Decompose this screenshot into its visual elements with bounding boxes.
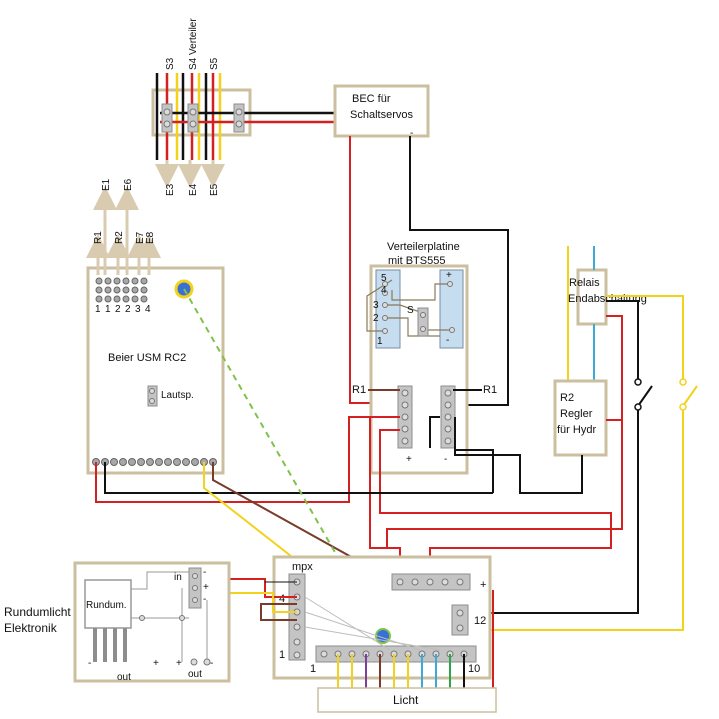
mpx-pin4-label: 4 bbox=[279, 593, 285, 605]
distributor-title-line1: Verteilerplatine bbox=[387, 241, 460, 253]
receiver-label-r2: R2 bbox=[114, 231, 125, 244]
mpx-title: mpx bbox=[292, 561, 313, 573]
bec-minus: - bbox=[410, 128, 413, 139]
relay-module bbox=[567, 246, 608, 384]
receiver-label-r1: R1 bbox=[93, 231, 104, 244]
receiver-pin-number-2a: 2 bbox=[115, 304, 121, 315]
mpx-plus-label: + bbox=[480, 579, 486, 591]
licht-wires bbox=[337, 590, 494, 710]
mpx-bottom-pin1-label: 1 bbox=[310, 663, 316, 675]
receiver-pin-number-4: 4 bbox=[145, 304, 151, 315]
rundum-in-label: in bbox=[174, 572, 182, 583]
rundum-out-label-2: out bbox=[188, 669, 202, 680]
receiver-bottom-pins bbox=[92, 458, 217, 466]
mpx-pin10-label: 10 bbox=[468, 663, 480, 675]
distributor-r1-left: R1 bbox=[352, 384, 366, 396]
distributor-minus: - bbox=[444, 454, 447, 465]
mpx-pin12-label: 12 bbox=[474, 615, 486, 627]
rundum-side-label-line2: Elektronik bbox=[4, 621, 58, 635]
distributor-title-line2: mit BTS555 bbox=[388, 255, 445, 267]
licht-label: Licht bbox=[393, 693, 419, 707]
receiver-output-arrows bbox=[86, 186, 161, 275]
servo-label-s3: S3 bbox=[165, 57, 176, 70]
distributor-plus: + bbox=[406, 454, 412, 465]
distributor-left-header bbox=[375, 269, 401, 349]
rundum-sign-out1-plus: + bbox=[153, 658, 159, 669]
bec-label-line2: Schaltservos bbox=[350, 109, 413, 121]
rundum-side-label-line1: Rundumlicht bbox=[4, 605, 71, 619]
distributor-board bbox=[366, 264, 469, 475]
distributor-header-number-2: 2 bbox=[373, 313, 379, 324]
distributor-header-number-4: 4 bbox=[381, 285, 387, 296]
distributor-header-number-5: 5 bbox=[381, 273, 387, 284]
regulator-label-line3: für Hydr bbox=[557, 424, 596, 436]
servo-distributor-block bbox=[151, 73, 335, 188]
distributor-header-minus: - bbox=[446, 335, 449, 346]
bec-label-line1: BEC für bbox=[352, 93, 391, 105]
receiver-label-e8: E8 bbox=[145, 231, 156, 244]
mpx-board bbox=[272, 555, 492, 680]
rundum-chip-label: Rundum. bbox=[86, 600, 127, 611]
receiver-label-e6: E6 bbox=[123, 178, 134, 191]
rundum-sign-out2-plus: + bbox=[176, 658, 182, 669]
rundum-sign-in-plus: + bbox=[203, 582, 209, 593]
rundum-chip bbox=[84, 579, 132, 629]
servo-label-e5: E5 bbox=[209, 183, 220, 196]
servo-label-s4: S4 Verteiler bbox=[188, 18, 199, 70]
servo-label-s5: S5 bbox=[209, 57, 220, 70]
distributor-switch-label: S bbox=[407, 305, 414, 316]
regulator-label-line2: Regler bbox=[560, 408, 593, 420]
rundum-sign-in-minus: - bbox=[203, 567, 206, 578]
mpx-pin1-label: 1 bbox=[279, 649, 285, 661]
relay-label-line1: Relais bbox=[569, 277, 600, 289]
bec-module bbox=[333, 84, 430, 138]
rundum-out-label-1: out bbox=[117, 672, 131, 683]
distributor-header-plus: + bbox=[446, 270, 452, 281]
relay-label-line2: Endabschaltung bbox=[568, 293, 647, 305]
mpx-pin12-header bbox=[451, 604, 469, 636]
mpx-left-header bbox=[288, 573, 306, 661]
licht-box bbox=[317, 687, 497, 713]
receiver-title: Beier USM RC2 bbox=[108, 352, 186, 364]
speaker-header bbox=[147, 385, 158, 407]
rundum-board bbox=[73, 561, 231, 683]
receiver-label-e1: E1 bbox=[101, 178, 112, 191]
receiver-top-pins bbox=[95, 277, 148, 303]
distributor-switch bbox=[417, 307, 429, 337]
distributor-header-number-3: 3 bbox=[373, 300, 379, 311]
receiver-pin-number-1a: 1 bbox=[95, 304, 101, 315]
rundum-sign-out1-minus: - bbox=[88, 658, 91, 669]
speaker-label: Lautsp. bbox=[161, 390, 194, 401]
receiver-label-e7: E7 bbox=[135, 231, 146, 244]
receiver-board bbox=[86, 266, 225, 475]
distributor-header-number-1: 1 bbox=[377, 336, 383, 347]
regulator-module bbox=[553, 379, 608, 457]
receiver-pin-number-2b: 2 bbox=[125, 304, 131, 315]
receiver-pin-number-3: 3 bbox=[135, 304, 141, 315]
switch-icon bbox=[634, 378, 698, 411]
rundum-sign-in-minus-2: - bbox=[203, 594, 206, 605]
distributor-right-header bbox=[439, 269, 464, 349]
rundum-sign-out2-minus: - bbox=[210, 658, 213, 669]
servo-label-e4: E4 bbox=[188, 183, 199, 196]
regulator-label-line1: R2 bbox=[560, 392, 574, 404]
distributor-r1-right: R1 bbox=[483, 384, 497, 396]
servo-label-e3: E3 bbox=[165, 183, 176, 196]
receiver-pin-number-1b: 1 bbox=[105, 304, 111, 315]
